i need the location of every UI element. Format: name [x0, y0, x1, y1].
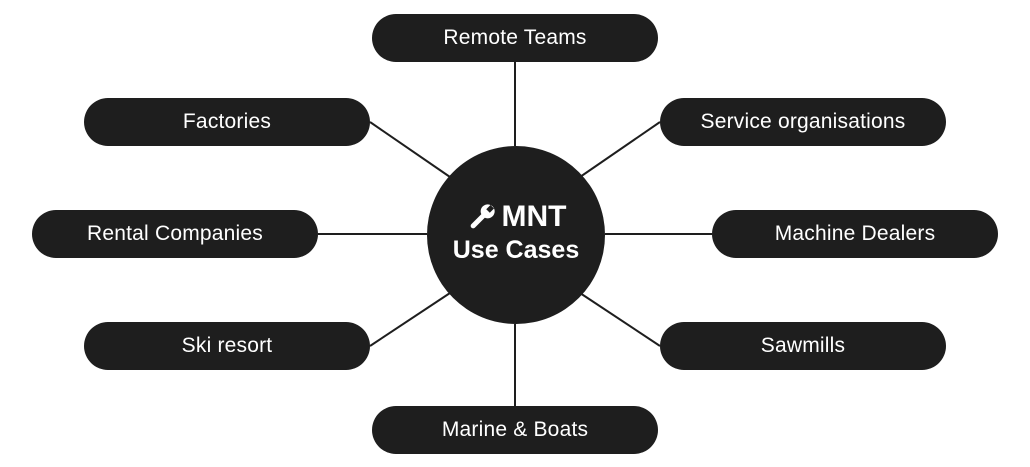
node-sawmills: Sawmills: [660, 322, 946, 370]
node-label: Service organisations: [700, 110, 906, 133]
node-machine-dealers: Machine Dealers: [712, 210, 998, 258]
wrench-icon: [470, 204, 495, 229]
hub-circle: MNT Use Cases: [427, 146, 605, 324]
hub-title: MNT: [501, 200, 567, 233]
connector-top-right: [579, 121, 661, 178]
node-marine-boats: Marine & Boats: [372, 406, 658, 454]
node-label: Ski resort: [181, 334, 273, 357]
connector-bottom-left: [369, 292, 451, 347]
connector-bottom-right: [579, 292, 661, 347]
node-label: Marine & Boats: [441, 418, 589, 441]
node-label: Rental Companies: [87, 222, 263, 245]
node-remote-teams: Remote Teams: [372, 14, 658, 62]
node-label: Remote Teams: [443, 26, 587, 49]
connector-top-left: [369, 121, 451, 178]
node-rental-companies: Rental Companies: [32, 210, 318, 258]
hub-subtitle: Use Cases: [452, 236, 580, 264]
node-service-organisations: Service organisations: [660, 98, 946, 146]
hub-title-row: MNT: [466, 200, 567, 233]
node-factories: Factories: [84, 98, 370, 146]
node-label: Factories: [182, 110, 272, 133]
node-label: Machine Dealers: [774, 222, 936, 245]
node-label: Sawmills: [760, 334, 846, 357]
node-ski-resort: Ski resort: [84, 322, 370, 370]
